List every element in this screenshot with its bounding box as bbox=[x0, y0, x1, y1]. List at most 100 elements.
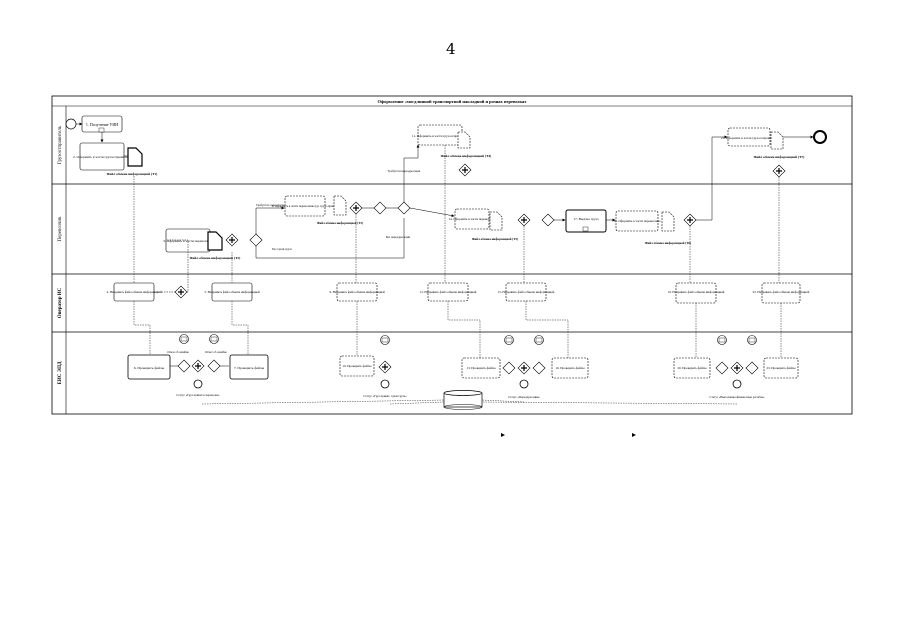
svg-text:Файл обмена информацией (Т2): Файл обмена информацией (Т2) bbox=[190, 256, 242, 260]
task-23: 23. Проверить файлы bbox=[763, 357, 799, 379]
gateway-exclusive-2 bbox=[373, 201, 387, 215]
svg-text:Статус «Груз принят, сдача гру: Статус «Груз принят, сдача груза» bbox=[363, 394, 407, 399]
svg-text:19. Направить файл обмена инфо: 19. Направить файл обмена информацией bbox=[668, 290, 725, 294]
lane-labels: Грузоотправитель Перевозчик Оператор ИС … bbox=[58, 125, 63, 384]
svg-text:6. Проверить файлы: 6. Проверить файлы bbox=[134, 366, 165, 370]
task-14: 14. Оформить в части перевозчика bbox=[449, 208, 496, 230]
task-15: 15. Направить файл обмена информацией bbox=[498, 282, 555, 302]
envelope-icon bbox=[504, 335, 514, 345]
svg-text:15. Направить файл обмена инфо: 15. Направить файл обмена информацией bbox=[498, 290, 555, 294]
intermediate-event bbox=[519, 379, 529, 389]
page-number: 4 bbox=[446, 40, 456, 58]
svg-text:1. Получение УИН: 1. Получение УИН bbox=[86, 122, 118, 127]
task-11: 11. Оформить в части грузоотправителя bbox=[412, 124, 469, 146]
doc-4: Файл обмена информацией (Т4) bbox=[441, 131, 492, 158]
svg-text:20. Проверить файлы: 20. Проверить файлы bbox=[677, 366, 707, 370]
svg-text:18. Оформить в части перевозчи: 18. Оформить в части перевозчика bbox=[614, 219, 661, 223]
svg-text:Отказ об ошибке: Отказ об ошибке bbox=[167, 350, 189, 354]
gateway-exclusive-4 bbox=[541, 213, 555, 227]
doc-3: Файл обмена информацией (Т3) bbox=[317, 195, 363, 225]
pool: Оформление «мосдлинной транспортной накл… bbox=[51, 95, 853, 415]
svg-text:11. Оформить в части грузоотпр: 11. Оформить в части грузоотправителя bbox=[412, 134, 469, 138]
task-19: 19. Направить файл обмена информацией bbox=[668, 282, 725, 304]
envelope-icon bbox=[209, 334, 219, 344]
svg-text:8. Оформить в части перевозчик: 8. Оформить в части перевозчика (до груз… bbox=[272, 204, 338, 208]
envelope-icon bbox=[534, 335, 544, 345]
lane-label-eis: ЕИС ЭПД bbox=[58, 361, 63, 384]
gateway-parallel-carrier-2 bbox=[349, 201, 363, 215]
task-18: 18. Оформить в части перевозчика bbox=[614, 210, 661, 232]
gateway-parallel-carrier-3 bbox=[517, 213, 531, 227]
svg-text:Ответ об ошибке: Ответ об ошибке bbox=[205, 350, 227, 354]
svg-text:Файл обмена информацией (Т7): Файл обмена информацией (Т7) bbox=[754, 155, 806, 159]
task-1: 1. Получение УИН bbox=[81, 115, 123, 133]
gateway-exclusive-eis-2 bbox=[207, 359, 221, 373]
gateway-parallel-end bbox=[772, 164, 786, 178]
data-associations bbox=[201, 399, 738, 405]
lane-label-operator: Оператор ИС bbox=[58, 287, 63, 318]
doc-2: Файл обмена информацией (Т2) bbox=[190, 231, 242, 260]
arrow-mark bbox=[501, 433, 505, 437]
doc-1: Файл обмена информацией (Т1) bbox=[107, 147, 158, 176]
pool-title: Оформление «мосдлинной транспортной накл… bbox=[377, 99, 527, 104]
task-13: 13. Проверить файлы bbox=[461, 357, 501, 379]
task-16: 16. Проверить файлы bbox=[551, 357, 589, 379]
task-8: 8. Оформить в части перевозчика (до груз… bbox=[272, 195, 338, 217]
task-22: 22. Направить файл обмена информацией bbox=[753, 282, 810, 304]
gateway-parallel-eis-3 bbox=[517, 361, 531, 375]
svg-text:Требуется переадресация: Требуется переадресация bbox=[388, 169, 421, 173]
gateway-exclusive-eis-3 bbox=[502, 361, 516, 375]
gateway-parallel-carrier-4 bbox=[683, 213, 697, 227]
svg-text:7. Проверить файлы: 7. Проверить файлы bbox=[234, 366, 265, 370]
svg-text:3. Оформить в части перевозчик: 3. Оформить в части перевозчика bbox=[163, 239, 213, 243]
task-4: 4. Направить файл обмена информацией bbox=[106, 282, 162, 302]
gateway-exclusive-eis-5 bbox=[715, 361, 729, 375]
gateway-parallel-shipper bbox=[458, 163, 472, 177]
gateway-parallel-eis-1 bbox=[191, 359, 205, 373]
svg-text:12. Направить файл обмена инфо: 12. Направить файл обмена информацией bbox=[420, 290, 477, 294]
svg-text:Требуется сдача груза: Требуется сдача груза bbox=[256, 203, 285, 207]
svg-text:9. Направить файл обмена инфор: 9. Направить файл обмена информацией bbox=[329, 290, 384, 294]
start-event bbox=[65, 118, 77, 130]
envelope-icon bbox=[380, 335, 390, 345]
svg-text:22. Направить файл обмена инфо: 22. Направить файл обмена информацией bbox=[753, 290, 810, 294]
gateway-exclusive-eis-4 bbox=[532, 361, 546, 375]
svg-text:Файл обмена информацией (Т5): Файл обмена информацией (Т5) bbox=[472, 237, 518, 241]
task-12: 12. Направить файл обмена информацией bbox=[420, 282, 477, 302]
svg-text:Файл обмена информацией (Т6): Файл обмена информацией (Т6) bbox=[645, 241, 691, 245]
gateway-parallel-op-1 bbox=[174, 285, 188, 299]
envelope-icon bbox=[179, 334, 189, 344]
gateway-parallel-carrier-1 bbox=[225, 233, 239, 247]
svg-text:10. Проверить файлы: 10. Проверить файлы bbox=[342, 364, 372, 368]
gateway-exclusive-eis-6 bbox=[745, 361, 759, 375]
svg-text:Статус «Переадресация»: Статус «Переадресация» bbox=[508, 395, 540, 399]
svg-text:14. Оформить в части перевозчи: 14. Оформить в части перевозчика bbox=[449, 217, 496, 221]
svg-text:Статус «Выполнены финансовые р: Статус «Выполнены финансовые расчёты» bbox=[709, 395, 765, 399]
intermediate-event bbox=[380, 379, 390, 389]
task-5: 5. Направить файл обмена информацией bbox=[204, 282, 260, 302]
task-10: 10. Проверить файлы bbox=[339, 355, 375, 377]
task-6: 6. Проверить файлы bbox=[127, 354, 171, 380]
intermediate-event bbox=[732, 379, 742, 389]
task-20: 20. Проверить файлы bbox=[673, 357, 711, 379]
gateway-exclusive-1 bbox=[249, 233, 263, 247]
gateway-parallel-eis-5 bbox=[730, 361, 744, 375]
gateway-exclusive-3 bbox=[397, 201, 411, 215]
svg-text:16. Проверить файлы: 16. Проверить файлы bbox=[555, 366, 585, 370]
database-icon bbox=[443, 390, 483, 410]
task-2: 2. Оформить в части грузоотправителя bbox=[73, 142, 131, 171]
svg-text:5. Направить файл обмена инфор: 5. Направить файл обмена информацией bbox=[204, 290, 259, 294]
intermediate-event bbox=[193, 379, 203, 389]
lane-label-carrier: Перевозчик bbox=[58, 216, 63, 241]
task-7: 7. Проверить файлы bbox=[229, 354, 269, 380]
envelope-icon bbox=[717, 335, 727, 345]
gateway-exclusive-eis-1 bbox=[177, 359, 191, 373]
svg-text:21. Оформить в части грузоотпр: 21. Оформить в части грузоотправителя bbox=[721, 136, 778, 140]
task-9: 9. Направить файл обмена информацией bbox=[329, 282, 385, 302]
gateway-parallel-eis-2 bbox=[378, 360, 392, 374]
svg-text:Без переадресации: Без переадресации bbox=[386, 235, 411, 239]
svg-text:4. Направить файл обмена инфор: 4. Направить файл обмена информацией bbox=[106, 290, 161, 294]
doc-6: Файл обмена информацией (Т6) bbox=[645, 211, 691, 245]
doc-7: Файл обмена информацией (Т7) bbox=[754, 131, 806, 159]
